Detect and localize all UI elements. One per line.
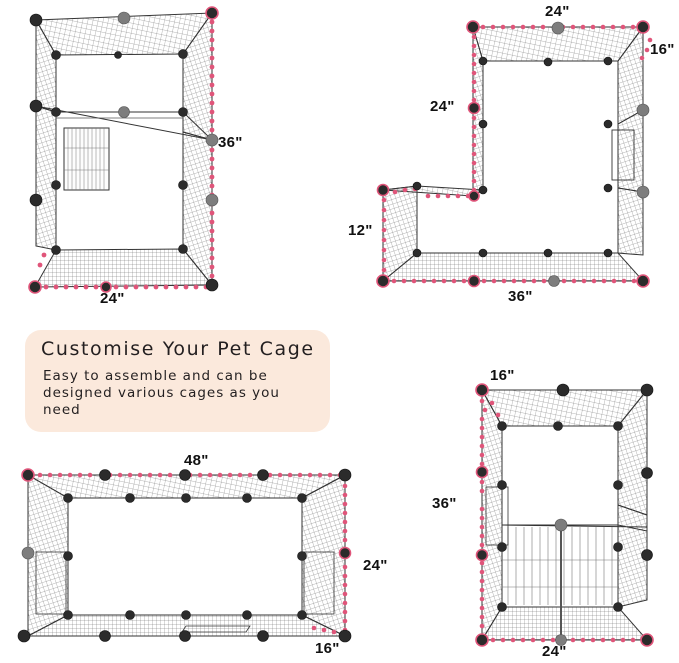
dimension-label-24in-inner: 24" <box>430 98 455 115</box>
dimension-label-16in: 16" <box>315 640 340 657</box>
cage-l-shaped: 24" 16" 24" 12" 36" <box>348 0 679 315</box>
dimension-label-24in: 24" <box>542 643 567 660</box>
cage-tall-left-drawing <box>28 6 219 294</box>
cage-two-level: 16" 36" 24" <box>420 355 679 663</box>
cage-wide: 48" 24" 16" <box>0 440 400 663</box>
dimension-label-36in: 36" <box>432 495 457 512</box>
dimension-label-48in: 48" <box>184 452 209 469</box>
dimension-label-24in: 24" <box>100 290 125 307</box>
callout-subtitle: Easy to assemble and can be designed var… <box>43 368 280 418</box>
dimension-label-36in: 36" <box>508 288 533 305</box>
callout-box: Customise Your Pet Cage Easy to assemble… <box>25 330 330 432</box>
dimension-label-24in: 24" <box>363 557 388 574</box>
dimension-label-24in-top: 24" <box>545 3 570 20</box>
dimension-label-12in: 12" <box>348 222 373 239</box>
dimension-label-36in: 36" <box>218 134 243 151</box>
cage-tall-left: 36" 24" <box>0 0 250 310</box>
dimension-label-16in: 16" <box>490 367 515 384</box>
cage-wide-drawing <box>17 468 352 643</box>
callout-title: Customise Your Pet Cage <box>41 338 315 360</box>
dimension-label-16in: 16" <box>650 41 675 58</box>
cage-two-level-drawing <box>475 383 654 647</box>
cage-l-shaped-drawing <box>376 20 653 288</box>
